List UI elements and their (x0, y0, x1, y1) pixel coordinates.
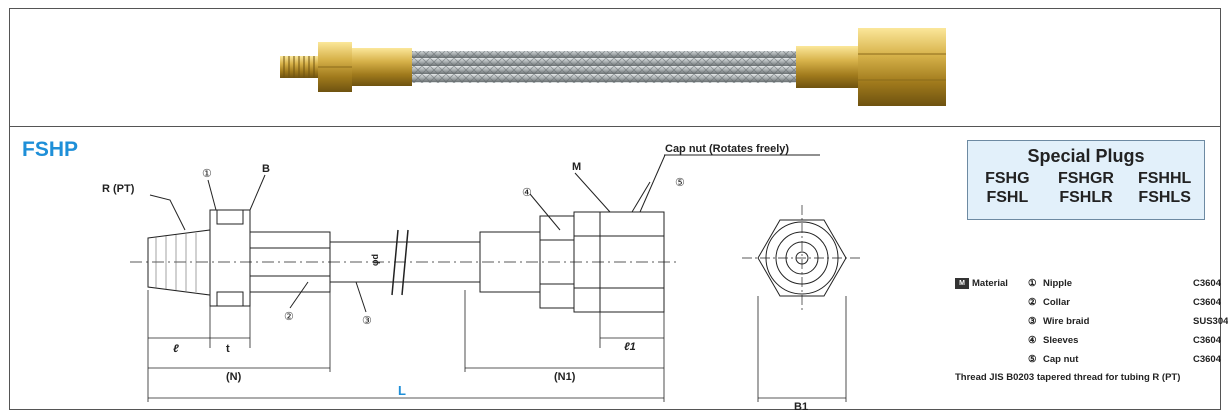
drawing-frame (9, 8, 1221, 410)
end-view-hex (742, 205, 862, 402)
material-row-code: C3604 (1193, 335, 1221, 346)
plug-code: FSHLS (1138, 189, 1191, 206)
material-row-num: ② (1028, 297, 1037, 308)
material-row-num: ① (1028, 278, 1037, 289)
material-row: ④ Sleeves C3604 (1028, 335, 1228, 348)
special-plugs-panel: Special Plugs FSHG FSHGR FSHHL FSHL FSHL… (967, 140, 1205, 220)
plug-code: FSHGR (1057, 170, 1114, 187)
material-row-part: Cap nut (1043, 354, 1079, 365)
technical-drawing: ① ② ③ ④ ⑤ R (PT) B M Cap nut (Rotates fr… (102, 143, 862, 413)
special-plugs-title: Special Plugs (1027, 146, 1145, 166)
callout-part-1: ① (202, 168, 212, 180)
product-photo-hose (280, 28, 946, 106)
material-row: ② Collar C3604 (1028, 297, 1228, 310)
material-row-part: Collar (1043, 297, 1070, 308)
callout-part-3: ③ (362, 315, 372, 327)
material-row: ① Nipple C3604 (1028, 278, 1228, 291)
callout-part-2: ② (284, 311, 294, 323)
label-b1: B1 (794, 401, 808, 413)
nipple-thread-body (147, 229, 211, 296)
material-row-code: C3604 (1193, 354, 1221, 365)
label-b: B (262, 163, 270, 175)
label-r-pt: R (PT) (102, 183, 135, 195)
material-row-part: Sleeves (1043, 335, 1079, 346)
material-row-code: C3604 (1193, 278, 1221, 289)
material-row-code: C3604 (1193, 297, 1221, 308)
special-plugs-codes: FSHG FSHGR FSHHL FSHL FSHLR FSHLS (968, 169, 1204, 207)
model-code: FSHP (22, 138, 79, 161)
material-row-code: SUS304 (1193, 316, 1228, 327)
label-phi-d: φd (370, 254, 380, 266)
frame-divider (9, 126, 1221, 127)
callout-part-5: ⑤ (675, 177, 685, 189)
material-row-num: ⑤ (1028, 354, 1037, 365)
label-n1: (N1) (554, 371, 576, 383)
plug-code: FSHG (985, 170, 1030, 187)
label-ell1: ℓ1 (624, 341, 636, 353)
plug-code: FSHL (986, 189, 1029, 206)
material-label: Material (972, 278, 1008, 289)
label-m: M (572, 161, 581, 173)
label-n: (N) (226, 371, 242, 383)
label-t: t (226, 343, 230, 355)
label-ell: ℓ (173, 343, 179, 355)
material-row-num: ④ (1028, 335, 1037, 346)
label-l: L (398, 383, 406, 398)
callout-part-4: ④ (522, 187, 532, 199)
material-row-part: Wire braid (1043, 316, 1090, 327)
label-cap-nut: Cap nut (Rotates freely) (665, 143, 789, 155)
material-badge: M (955, 278, 969, 289)
material-row: ③ Wire braid SUS304 (1028, 316, 1228, 329)
plug-code: FSHHL (1137, 170, 1192, 187)
thread-note: Thread JIS B0203 tapered thread for tubi… (955, 372, 1181, 383)
plug-code: FSHLR (1059, 189, 1113, 206)
material-row-num: ③ (1028, 316, 1037, 327)
material-row: ⑤ Cap nut C3604 (1028, 354, 1228, 367)
material-row-part: Nipple (1043, 278, 1073, 289)
